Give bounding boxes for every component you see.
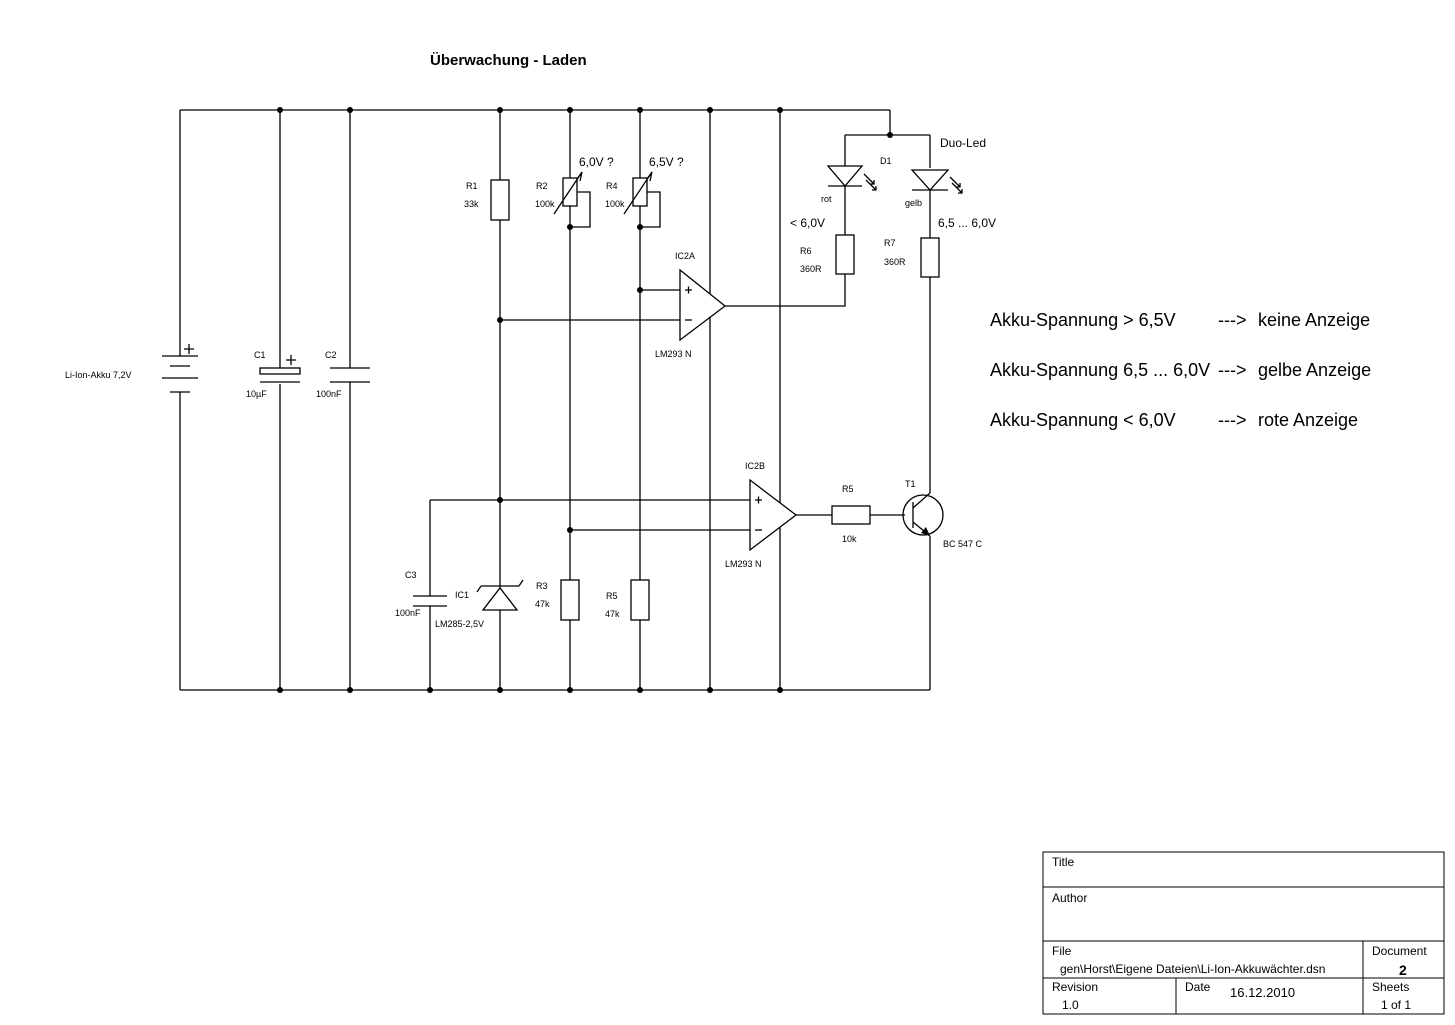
r5-base-value: 10k [842, 534, 857, 544]
r3-ref: R3 [536, 581, 548, 591]
d1-ref: D1 [880, 156, 892, 166]
potentiometer-r2 [553, 171, 583, 215]
r2-value: 100k [535, 199, 555, 209]
c3-value: 100nF [395, 608, 421, 618]
wires [179, 109, 931, 691]
resistor-r5-lower [630, 579, 650, 621]
resistor-r7 [920, 237, 940, 278]
legend-arrow-3: ---> [1218, 410, 1247, 430]
title-block: Title Author File gen\Horst\Eigene Datei… [1042, 851, 1445, 1015]
t1-value: BC 547 C [943, 539, 983, 549]
file-value: gen\Horst\Eigene Dateien\Li-Ion-Akkuwäch… [1060, 962, 1325, 976]
r6-ref: R6 [800, 246, 812, 256]
r7-ref: R7 [884, 238, 896, 248]
ic1-value: LM285-2,5V [435, 619, 484, 629]
revision-value: 1.0 [1062, 998, 1079, 1012]
r4-note: 6,5V ? [649, 155, 684, 169]
c2-value: 100nF [316, 389, 342, 399]
ic2b-value: LM293 N [725, 559, 762, 569]
resistor-r3 [560, 579, 580, 621]
comparator-ic2a [679, 268, 727, 342]
legend: Akku-Spannung > 6,5V ---> keine Anzeige … [990, 310, 1371, 430]
r3-value: 47k [535, 599, 550, 609]
ic2a-value: LM293 N [655, 349, 692, 359]
r7-value: 360R [884, 257, 906, 267]
c2-ref: C2 [325, 350, 337, 360]
r5-lower-ref: R5 [606, 591, 618, 601]
diagram-title: Überwachung - Laden [430, 52, 587, 69]
d1-red-label: rot [821, 194, 832, 204]
c1-value: 10µF [246, 389, 267, 399]
legend-condition-2: Akku-Spannung 6,5 ... 6,0V [990, 360, 1210, 380]
c3-ref: C3 [405, 570, 417, 580]
title-label: Title [1052, 855, 1075, 869]
sheets-label: Sheets [1372, 980, 1409, 994]
legend-result-3: rote Anzeige [1258, 410, 1358, 430]
d1-red-note: < 6,0V [790, 216, 825, 230]
led-red [826, 165, 877, 191]
r1-value: 33k [464, 199, 479, 209]
capacitor-c3 [413, 595, 447, 607]
document-label: Document [1372, 944, 1427, 958]
r2-ref: R2 [536, 181, 548, 191]
date-label: Date [1185, 980, 1211, 994]
ic1-ref: IC1 [455, 590, 469, 600]
c1-ref: C1 [254, 350, 266, 360]
transistor-t1 [902, 492, 944, 537]
legend-arrow-2: ---> [1218, 360, 1247, 380]
d1-yellow-note: 6,5 ... 6,0V [938, 216, 996, 230]
r5-base-ref: R5 [842, 484, 854, 494]
resistor-r6 [835, 234, 855, 275]
revision-label: Revision [1052, 980, 1098, 994]
document-value: 2 [1399, 962, 1407, 978]
junction-dots [277, 107, 893, 693]
resistor-r1 [490, 179, 510, 221]
led-yellow [910, 169, 963, 194]
r2-note: 6,0V ? [579, 155, 614, 169]
resistor-r5-base [831, 505, 871, 525]
d1-label: Duo-Led [940, 136, 986, 150]
d1-yellow-label: gelb [905, 198, 922, 208]
ic2a-ref: IC2A [675, 251, 695, 261]
r4-ref: R4 [606, 181, 618, 191]
r1-ref: R1 [466, 181, 478, 191]
battery-label: Li-Ion-Akku 7,2V [65, 370, 132, 380]
battery-symbol [162, 344, 198, 393]
ic2b-ref: IC2B [745, 461, 765, 471]
legend-result-1: keine Anzeige [1258, 310, 1370, 330]
file-label: File [1052, 944, 1072, 958]
author-label: Author [1052, 891, 1087, 905]
date-value: 16.12.2010 [1230, 985, 1295, 1000]
zener-ic1 [476, 579, 524, 611]
legend-result-2: gelbe Anzeige [1258, 360, 1371, 380]
legend-condition-3: Akku-Spannung < 6,0V [990, 410, 1176, 430]
legend-arrow-1: ---> [1218, 310, 1247, 330]
comparator-ic2b [749, 478, 798, 552]
capacitor-c1 [259, 355, 301, 383]
r6-value: 360R [800, 264, 822, 274]
t1-ref: T1 [905, 479, 916, 489]
r5-lower-value: 47k [605, 609, 620, 619]
legend-condition-1: Akku-Spannung > 6,5V [990, 310, 1176, 330]
r4-value: 100k [605, 199, 625, 209]
capacitor-c2 [330, 367, 370, 383]
potentiometer-r4 [623, 171, 653, 215]
sheets-value: 1 of 1 [1381, 998, 1411, 1012]
